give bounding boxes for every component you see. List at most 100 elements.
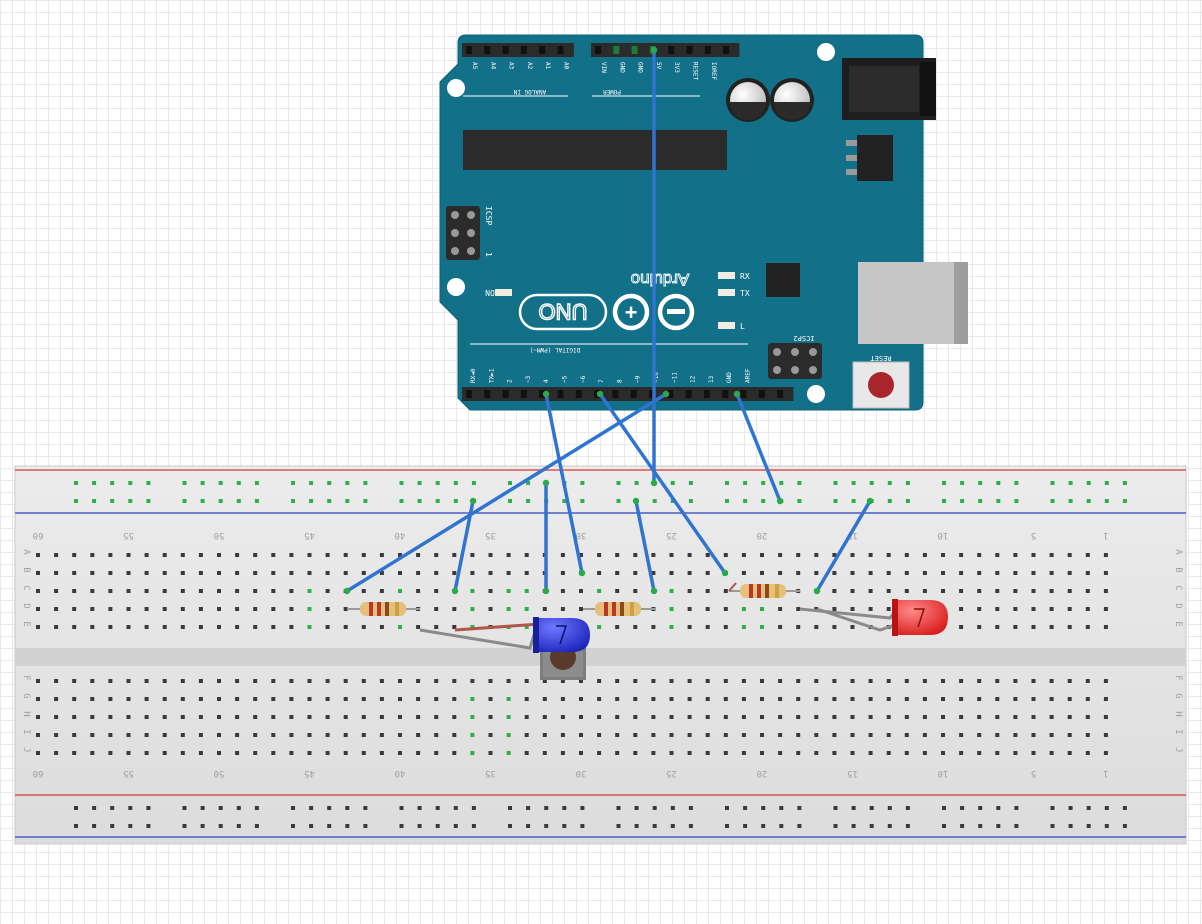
breadboard-hole: [886, 751, 891, 755]
breadboard-hole: [126, 733, 131, 737]
column-number: 5: [1031, 768, 1036, 778]
breadboard-hole: [687, 553, 692, 557]
logo-minus-ring: [657, 293, 695, 331]
rail-hole: [110, 481, 115, 485]
breadboard-hole: [307, 679, 312, 683]
breadboard-hole: [995, 589, 1000, 593]
analog-pin-label: A2: [526, 62, 533, 70]
breadboard-hole: [669, 571, 674, 575]
breadboard-hole: [235, 553, 240, 557]
power-pin-label: IOREF: [710, 62, 717, 80]
breadboard-hole: [687, 589, 692, 593]
rail-hole: [1104, 824, 1109, 828]
rail-hole: [363, 499, 368, 503]
breadboard-hole: [217, 733, 221, 737]
breadboard-hole: [470, 697, 475, 701]
breadboard-hole: [1013, 553, 1018, 557]
breadboard-hole: [705, 715, 710, 719]
breadboard-hole: [325, 733, 330, 737]
breadboard-hole: [778, 571, 783, 575]
rail-hole: [960, 824, 965, 828]
breadboard-hole: [343, 751, 348, 755]
breadboard-hole: [416, 733, 421, 737]
rail-hole: [110, 499, 115, 503]
breadboard-hole: [904, 697, 909, 701]
rail-hole: [905, 499, 910, 503]
reset-label: RESET: [870, 354, 892, 362]
arduino-logo: UNO + Arduino: [518, 270, 695, 331]
breadboard-hole: [796, 625, 801, 629]
rail-hole: [1014, 499, 1019, 503]
breadboard-hole: [1031, 715, 1036, 719]
column-number: 25: [666, 768, 677, 778]
breadboard-hole: [814, 625, 819, 629]
wire-gnd-to-rail: [735, 392, 782, 503]
breadboard-hole: [542, 607, 547, 611]
breadboard-hole: [1067, 607, 1072, 611]
rail-hole: [1050, 481, 1055, 485]
breadboard-hole: [1085, 571, 1090, 575]
rail-hole: [236, 824, 241, 828]
breadboard-hole: [434, 607, 439, 611]
rail-hole: [779, 824, 784, 828]
power-label: POWER: [603, 88, 621, 95]
rail-hole: [291, 481, 295, 485]
breadboard-hole: [995, 715, 1000, 719]
row-letter: I: [21, 729, 31, 734]
breadboard-hole: [470, 571, 475, 575]
breadboard-hole: [108, 751, 113, 755]
header-pin: [649, 390, 655, 398]
rail-hole: [1122, 806, 1127, 810]
breadboard-hole: [235, 697, 240, 701]
breadboard-hole: [307, 589, 312, 593]
row-letter: H: [1173, 711, 1183, 716]
breadboard-hole: [832, 697, 837, 701]
breadboard-hole: [633, 571, 638, 575]
breadboard-hole: [416, 571, 421, 575]
column-number: 35: [485, 530, 496, 540]
rail-hole: [417, 481, 422, 485]
header-pin: [539, 390, 546, 398]
breadboard-hole: [361, 697, 366, 701]
breadboard-hole: [198, 733, 203, 737]
breadboard-hole: [959, 715, 964, 719]
reset-button[interactable]: [852, 361, 910, 409]
breadboard-hole: [1031, 679, 1036, 683]
breadboard-hole: [1013, 625, 1018, 629]
led-blue: [533, 617, 590, 653]
breadboard-hole: [995, 733, 1000, 737]
breadboard-hole: [560, 589, 565, 593]
breadboard-hole: [361, 571, 366, 575]
breadboard-hole: [579, 589, 583, 593]
breadboard-hole: [922, 733, 927, 737]
rail-hole: [1122, 481, 1127, 485]
breadboard-hole: [832, 571, 837, 575]
rail-hole: [508, 824, 512, 828]
breadboard-hole: [1103, 571, 1108, 575]
breadboard-hole: [217, 589, 221, 593]
breadboard-hole: [398, 697, 402, 701]
digital-pin-label: 13: [708, 375, 715, 383]
header-pin: [612, 390, 619, 398]
rail-hole: [905, 806, 910, 810]
rail-hole: [453, 806, 458, 810]
breadboard-hole: [398, 571, 402, 575]
breadboard-hole: [796, 715, 801, 719]
breadboard-hole: [1013, 715, 1018, 719]
breadboard-hole: [651, 625, 656, 629]
wire-end: [596, 390, 604, 398]
breadboard-hole: [162, 751, 167, 755]
breadboard-hole: [180, 607, 185, 611]
rail-hole: [761, 499, 766, 503]
rail-hole: [309, 481, 314, 485]
breadboard-hole: [108, 571, 113, 575]
breadboard-hole: [343, 553, 348, 557]
breadboard-hole: [434, 679, 439, 683]
rail-hole: [688, 499, 693, 503]
wire-end: [469, 497, 477, 505]
rail-hole: [417, 499, 422, 503]
breadboard-hole: [904, 751, 909, 755]
breadboard-hole: [705, 751, 710, 755]
row-letter: F: [1173, 675, 1183, 680]
breadboard-hole: [162, 715, 167, 719]
